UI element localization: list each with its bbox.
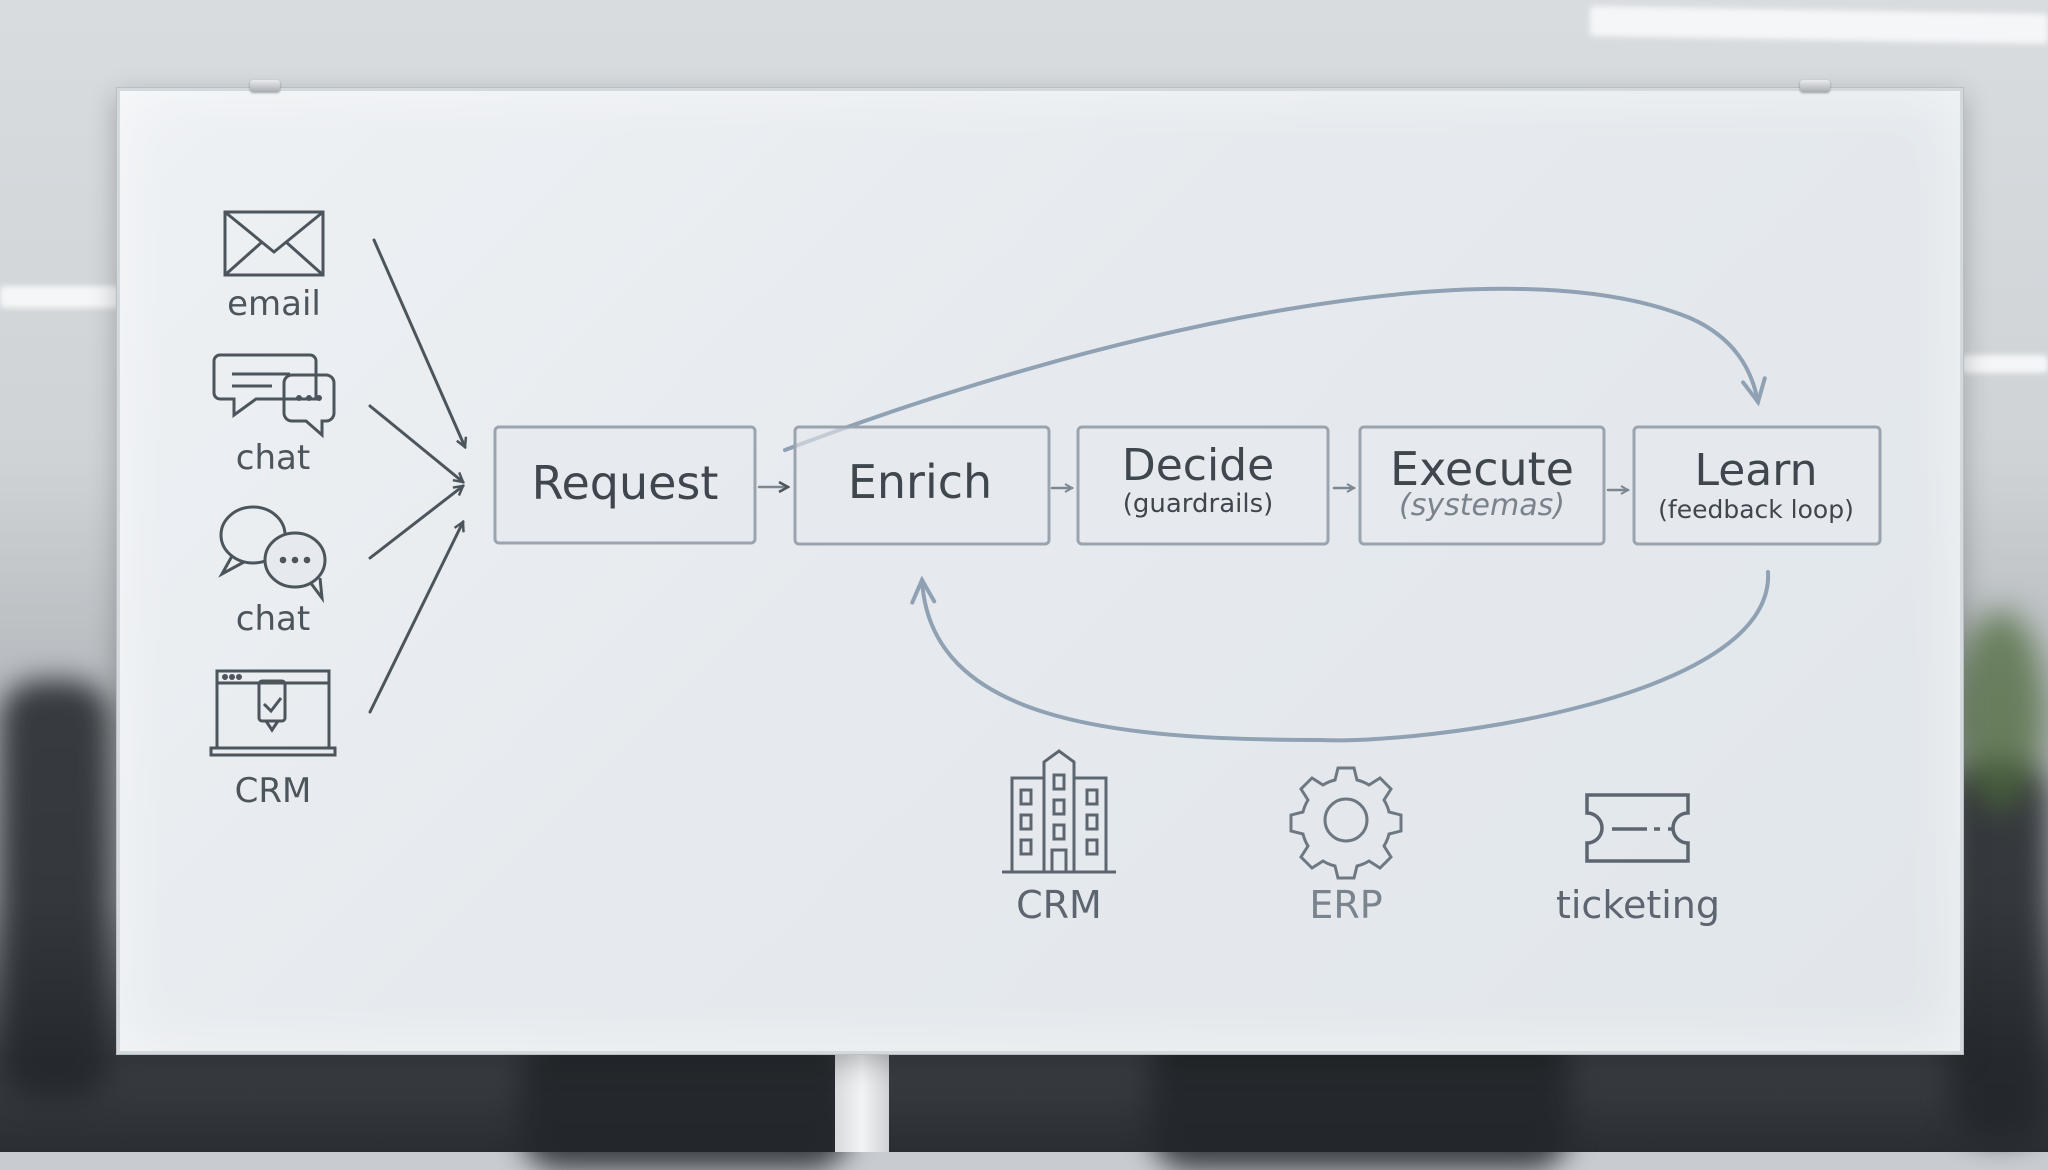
stage-title-learn: Learn	[1695, 445, 1818, 496]
ticket-icon	[1585, 793, 1690, 863]
background-plant	[1955, 610, 2045, 810]
stage-title-decide: Decide	[1122, 440, 1274, 491]
envelope-icon	[223, 210, 325, 277]
stage-box-learn	[1632, 425, 1882, 546]
stage-box-enrich	[793, 425, 1051, 546]
stage-subtitle-decide: (guardrails)	[1123, 489, 1274, 519]
system-label-crm: CRM	[1016, 883, 1102, 927]
stage-box-execute	[1358, 425, 1606, 546]
glass-whiteboard	[117, 88, 1963, 1054]
source-label-chat: chat	[236, 599, 310, 639]
stage-title-enrich: Enrich	[848, 455, 992, 509]
building-icon	[1002, 749, 1116, 874]
stage-connectors	[757, 487, 1628, 490]
stage-subtitle-execute: (systemas)	[1399, 488, 1565, 523]
laptop-check-icon	[209, 669, 337, 757]
feedback-loop-arrow-top	[783, 286, 1767, 452]
background-desk	[0, 680, 110, 1100]
source-label-chat: chat	[236, 438, 310, 478]
ceiling-light	[0, 286, 120, 308]
stage-box-decide	[1076, 425, 1330, 546]
board-stand	[835, 1040, 889, 1152]
chat-dots-icon	[218, 505, 327, 604]
source-label-email: email	[227, 284, 321, 324]
background-desk	[1950, 760, 2048, 1140]
stage-title-execute: Execute	[1390, 442, 1574, 496]
system-label-ticketing: ticketing	[1556, 883, 1720, 927]
gear-icon	[1289, 766, 1403, 880]
system-label-erp: ERP	[1309, 883, 1382, 927]
input-arrows	[368, 238, 465, 714]
board-clip	[250, 80, 280, 92]
ceiling-light	[1960, 355, 2048, 373]
feedback-loop-arrow-bottom	[910, 570, 1771, 743]
source-label-crm: CRM	[235, 771, 312, 811]
board-clip	[1800, 80, 1830, 92]
stage-subtitle-learn: (feedback loop)	[1658, 495, 1854, 524]
chat-bubbles-icon	[212, 353, 336, 439]
stage-box-request	[493, 425, 757, 545]
background-chair	[520, 1040, 850, 1170]
stage-title-request: Request	[532, 456, 719, 510]
